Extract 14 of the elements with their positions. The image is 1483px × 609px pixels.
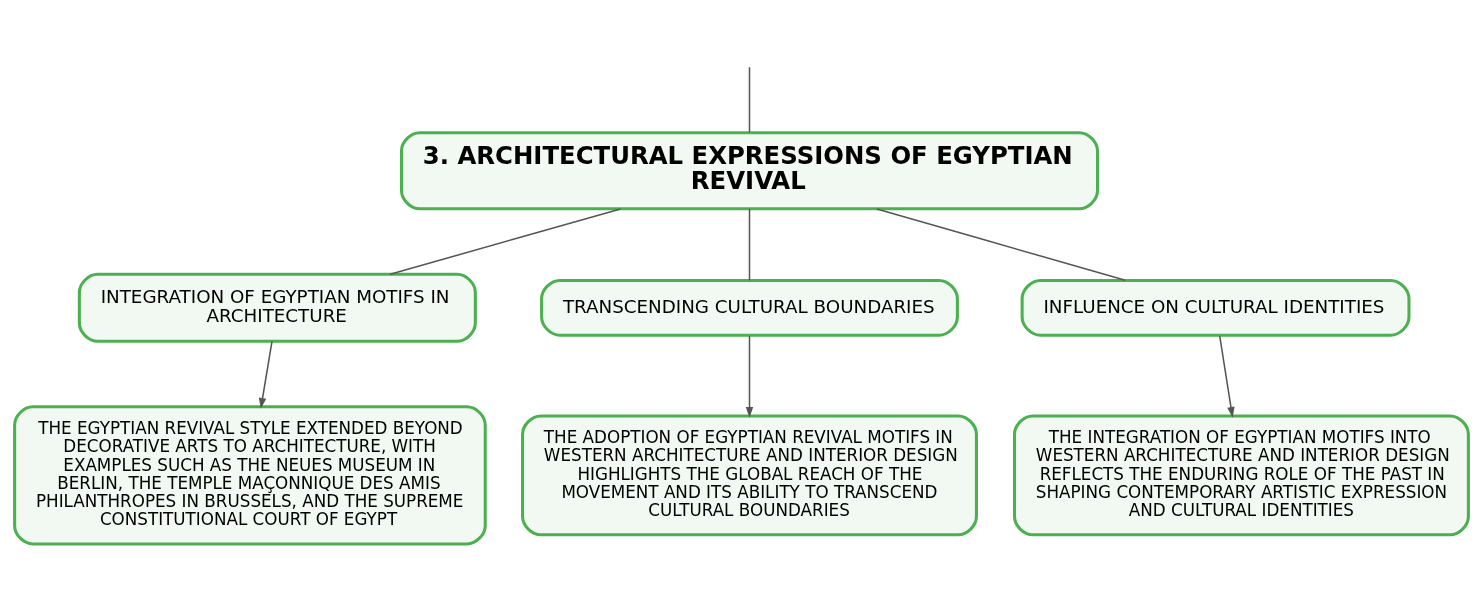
node-box: THE ADOPTION OF EGYPTIAN REVIVAL MOTIFS IN WESTERN ARCHITECTURE AND INTERIOR DESIGN HIGHLIGHTS THE GLOBAL REACH OF THE MOVEMENT AND ITS ABILITY TO TRANSCEND CULTURAL BOUNDARIES xyxy=(521,413,978,536)
connector xyxy=(876,207,1127,281)
node-box: THE EGYPTIAN REVIVAL STYLE EXTENDED BEYOND DECORATIVE ARTS TO ARCHITECTURE, WITH EXAMPLES SUCH AS THE NEUES MUSEUM IN BERLIN, THE TEMPLE MAÇONNIQUE DES AMIS PHILANTHROPES IN BRUSSELS, AND THE SUPREME CONSTITUTIONAL COURT OF EGYPT xyxy=(13,404,487,545)
node-box: INTEGRATION OF EGYPTIAN MOTIFS IN ARCHITECTURE xyxy=(77,272,477,343)
node-box: THE INTEGRATION OF EGYPTIAN MOTIFS INTO WESTERN ARCHITECTURE AND INTERIOR DESIGN REFLECTS THE ENDURING ROLE OF THE PAST IN SHAPING CONTEMPORARY ARTISTIC EXPRESSION AND CULTURAL IDENTITIES xyxy=(1013,413,1470,536)
node-box: INFLUENCE ON CULTURAL IDENTITIES xyxy=(1020,278,1411,337)
connector xyxy=(389,207,622,275)
arrow xyxy=(745,334,754,418)
connector xyxy=(748,66,751,133)
node-box: TRANSCENDING CULTURAL BOUNDARIES xyxy=(540,278,959,337)
arrow xyxy=(1218,334,1235,418)
node-box: 3. ARCHITECTURAL EXPRESSIONS OF EGYPTIAN REVIVAL xyxy=(399,130,1100,210)
arrow xyxy=(258,340,273,409)
connector xyxy=(748,207,751,281)
